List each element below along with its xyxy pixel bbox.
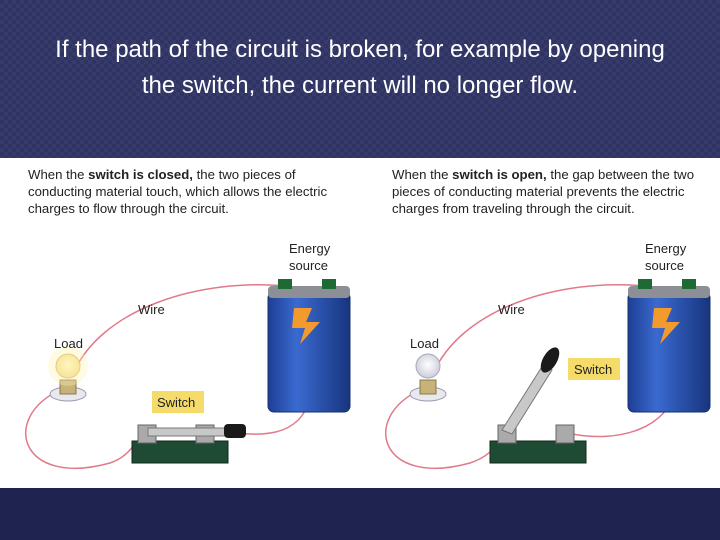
open-wire-label: Wire — [498, 302, 525, 317]
open-energy-label-1: Energy — [645, 241, 687, 256]
closed-wire-top — [71, 284, 288, 377]
closed-battery-icon — [267, 279, 351, 413]
circuit-diagrams: Load Wire Energy source Switch — [24, 241, 711, 469]
bottom-bar — [0, 488, 720, 540]
open-energy-label-2: source — [645, 258, 684, 273]
closed-switch-icon — [131, 424, 246, 464]
slide-title: If the path of the circuit is broken, fo… — [55, 36, 665, 99]
open-caption: When the switch is open, the gap between… — [392, 167, 695, 216]
closed-wire-bottom — [24, 389, 141, 469]
open-load-label: Load — [410, 336, 439, 351]
open-wire-top — [431, 284, 646, 377]
closed-wire-label: Wire — [138, 302, 165, 317]
closed-energy-label-2: source — [289, 258, 328, 273]
open-switch-label-bg — [568, 358, 620, 380]
closed-load-label: Load — [54, 336, 83, 351]
closed-switch-label-bg — [152, 391, 204, 413]
open-wire-bottom — [384, 389, 501, 469]
open-circuit: Load Wire Energy source Switch — [384, 241, 711, 469]
closed-bulb-icon — [48, 346, 88, 402]
open-switch-icon — [489, 347, 587, 464]
closed-caption: When the switch is closed, the two piece… — [28, 167, 328, 216]
open-bulb-icon — [409, 353, 447, 402]
closed-switch-label: Switch — [157, 395, 195, 410]
open-switch-label: Switch — [574, 362, 612, 377]
closed-energy-label-1: Energy — [289, 241, 331, 256]
closed-circuit: Load Wire Energy source Switch — [24, 241, 351, 469]
circuit-figure: When the switch is closed, the two piece… — [0, 158, 720, 488]
open-battery-icon — [627, 279, 711, 413]
